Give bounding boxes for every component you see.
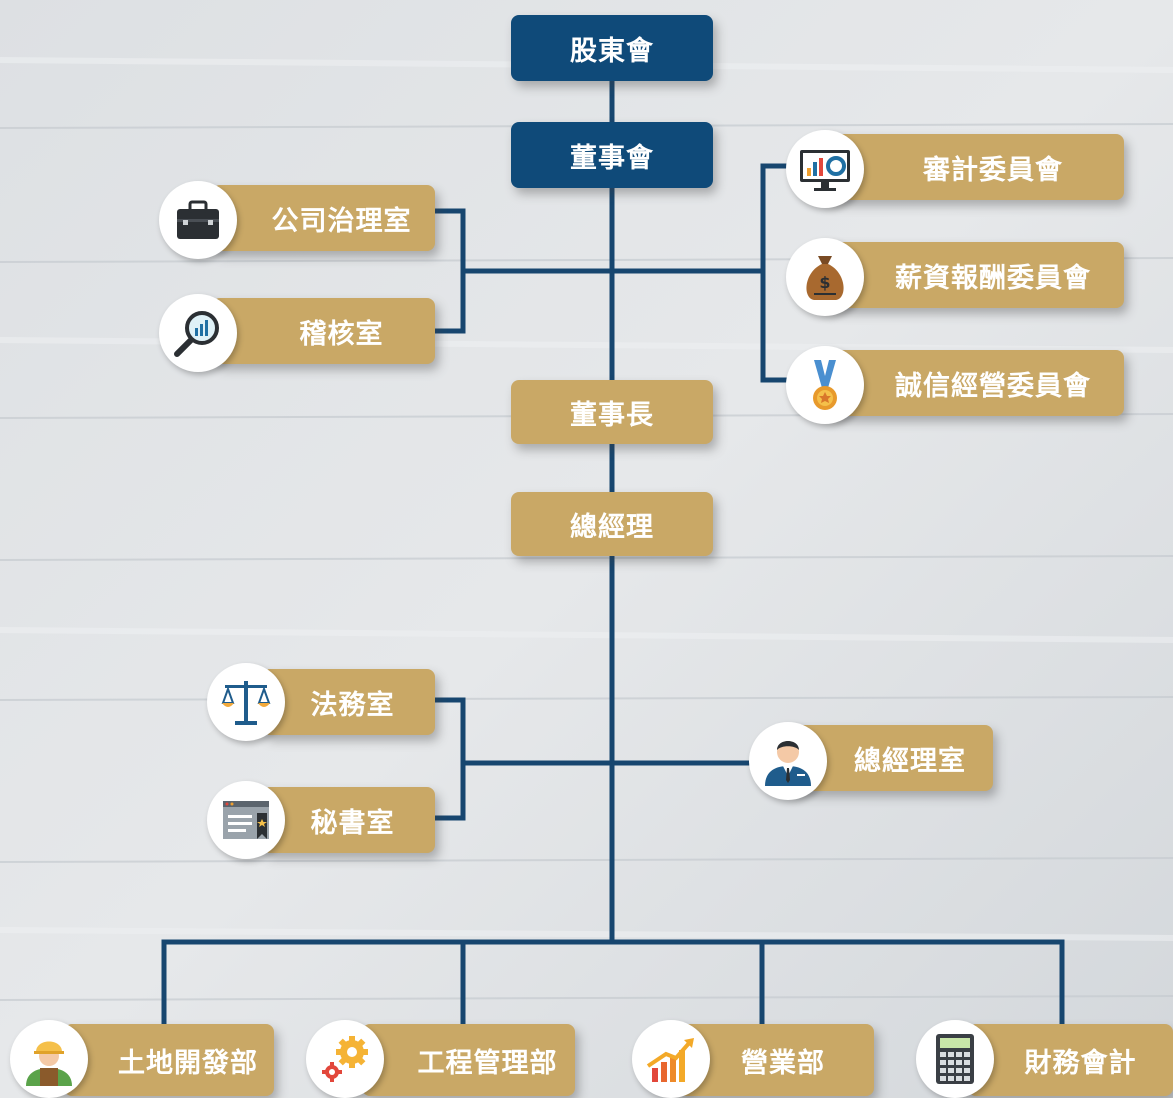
businessman-icon	[749, 722, 827, 800]
sales-department-label: 營業部	[741, 1047, 825, 1079]
money-bag-icon: $	[786, 238, 864, 316]
remuneration-committee-label: 薪資報酬委員會	[895, 262, 1091, 294]
sales-department-box: 營業部	[678, 1024, 874, 1096]
gears-icon	[306, 1020, 384, 1098]
briefcase-icon	[159, 181, 237, 259]
corporate-governance-box: 公司治理室	[212, 185, 435, 251]
gm-office-label: 總經理室	[854, 745, 966, 777]
board-of-directors-label: 董事會	[570, 142, 654, 174]
internal-audit-label: 稽核室	[299, 318, 384, 350]
general-manager-box: 總經理	[511, 492, 713, 556]
shareholders-meeting-box: 股東會	[511, 15, 713, 81]
integrity-committee-box: 誠信經營委員會	[822, 350, 1124, 416]
calculator-icon	[916, 1020, 994, 1098]
land-development-box: 土地開發部	[64, 1024, 274, 1096]
secretariat-label: 秘書室	[310, 807, 395, 839]
internal-audit-box: 稽核室	[212, 298, 435, 364]
svg-text:$: $	[819, 273, 830, 292]
document-icon	[207, 781, 285, 859]
integrity-committee-label: 誠信經營委員會	[895, 370, 1091, 402]
legal-office-label: 法務室	[310, 689, 395, 721]
monitor-chart-icon	[786, 130, 864, 208]
board-of-directors-box: 董事會	[511, 122, 713, 188]
growth-chart-icon	[632, 1020, 710, 1098]
scales-icon	[207, 663, 285, 741]
land-development-label: 土地開發部	[118, 1047, 258, 1079]
magnifier-chart-icon	[159, 294, 237, 372]
engineering-management-label: 工程管理部	[417, 1047, 558, 1079]
audit-committee-box: 審計委員會	[822, 134, 1124, 200]
audit-committee-label: 審計委員會	[923, 154, 1063, 186]
corporate-governance-label: 公司治理室	[271, 205, 412, 237]
shareholders-meeting-label: 股東會	[570, 35, 654, 67]
finance-accounting-box: 財務會計	[968, 1024, 1173, 1096]
engineering-management-box: 工程管理部	[362, 1024, 575, 1096]
worker-icon	[10, 1020, 88, 1098]
medal-icon	[786, 346, 864, 424]
legal-office-box: 法務室	[262, 669, 435, 735]
general-manager-label: 總經理	[570, 511, 654, 543]
chairman-label: 董事長	[570, 399, 654, 431]
chairman-box: 董事長	[511, 380, 713, 444]
secretariat-box: 秘書室	[262, 787, 435, 853]
remuneration-committee-box: 薪資報酬委員會	[822, 242, 1124, 308]
finance-accounting-label: 財務會計	[1024, 1047, 1137, 1079]
